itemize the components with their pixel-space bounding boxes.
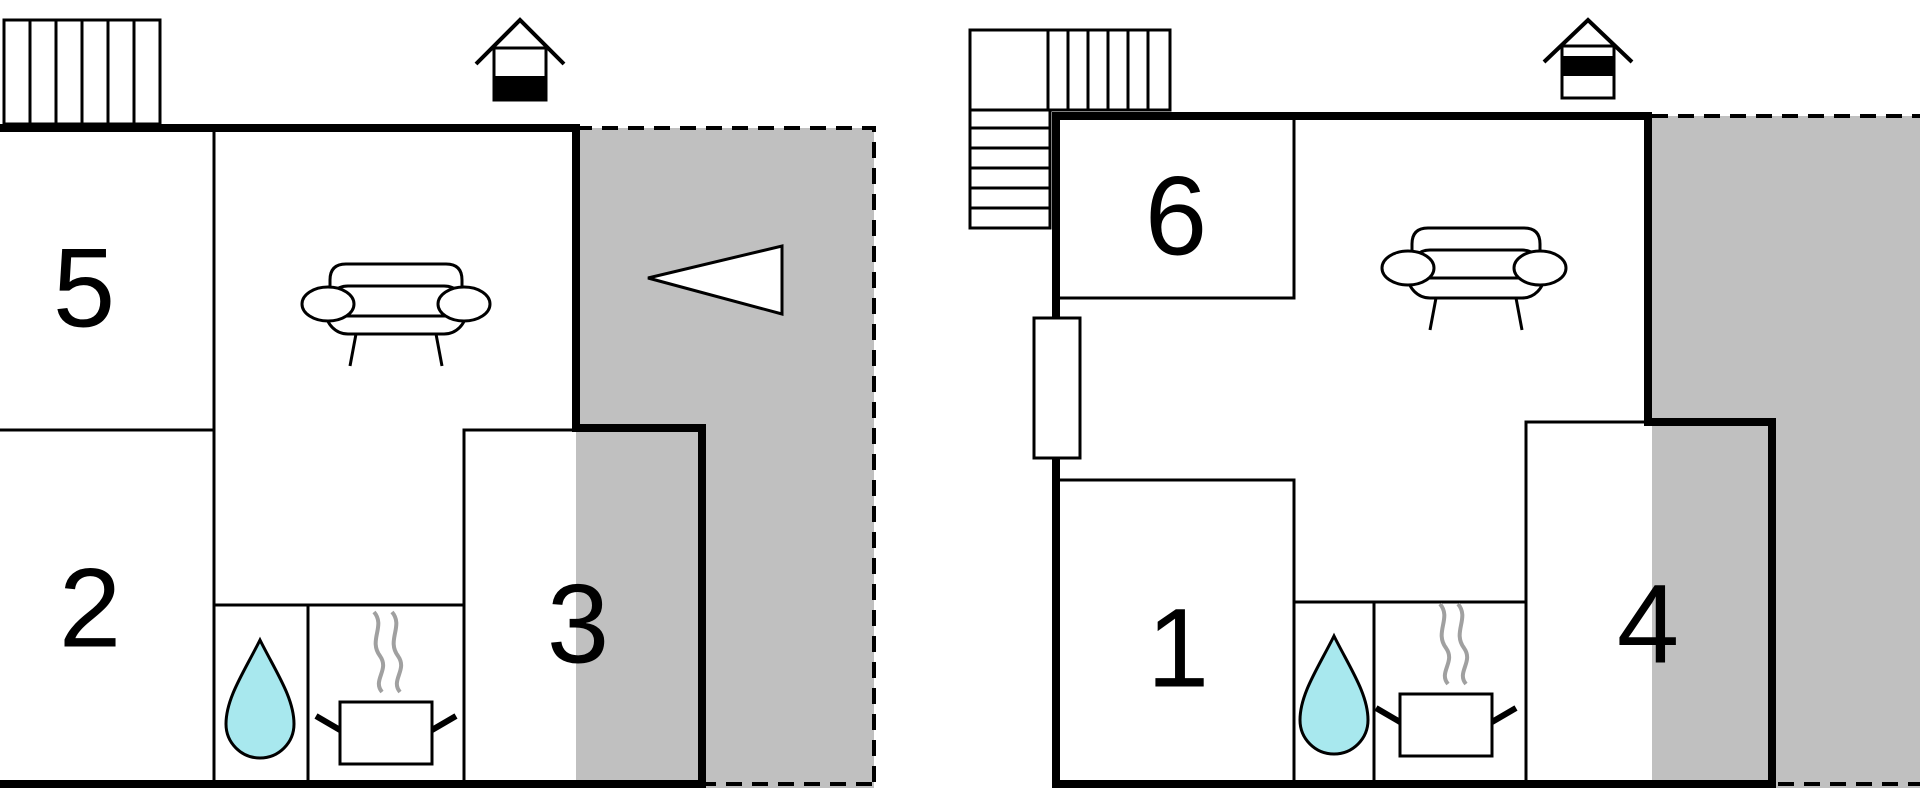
bathroom-icon bbox=[224, 636, 296, 760]
terrace-icon bbox=[647, 244, 784, 316]
floor-plan-right: 6 1 4 bbox=[968, 17, 1920, 788]
interior-walls bbox=[1056, 116, 1648, 788]
room-label: 5 bbox=[53, 226, 115, 351]
bathroom-icon bbox=[1298, 632, 1370, 756]
kitchen-icon bbox=[314, 610, 458, 766]
outer-wall bbox=[0, 124, 706, 788]
floor-plan-left: 5 2 3 bbox=[0, 17, 876, 788]
entrance-icon bbox=[474, 17, 566, 102]
sofa-icon bbox=[300, 262, 492, 367]
room-label: 1 bbox=[1147, 586, 1209, 711]
kitchen-icon bbox=[1374, 602, 1518, 758]
window-icon bbox=[1032, 316, 1082, 460]
terrace-boundary bbox=[576, 126, 876, 788]
room-label: 6 bbox=[1145, 154, 1207, 279]
terrace-area bbox=[1652, 116, 1920, 788]
railing-icon bbox=[2, 18, 162, 126]
room-label: 4 bbox=[1617, 562, 1679, 687]
entrance-icon bbox=[1542, 17, 1634, 100]
sofa-icon bbox=[1380, 226, 1568, 331]
room-label: 3 bbox=[547, 562, 609, 687]
terrace-area bbox=[576, 128, 874, 788]
stairs-icon bbox=[968, 28, 1172, 230]
outer-wall bbox=[1052, 112, 1776, 788]
room-label: 2 bbox=[59, 546, 121, 671]
interior-walls bbox=[0, 128, 702, 788]
